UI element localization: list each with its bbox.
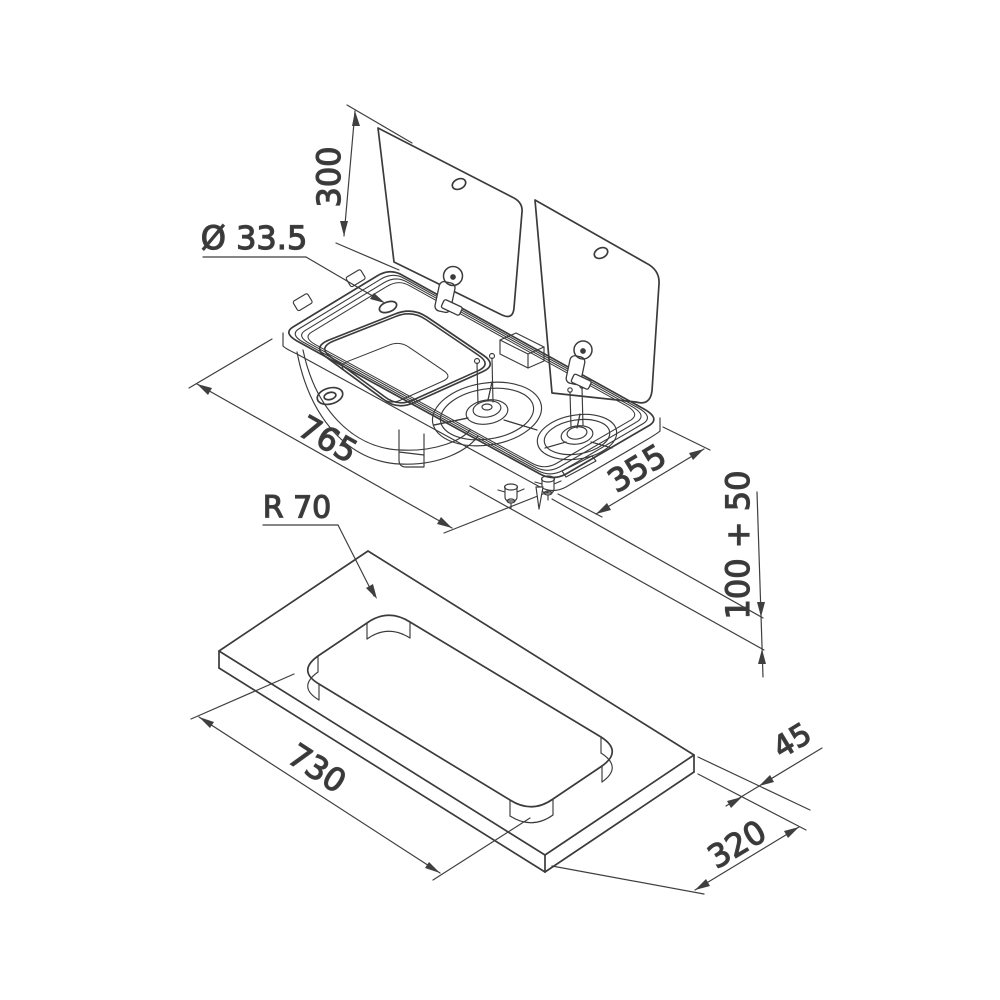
mounting-clips <box>292 269 366 312</box>
tap-hole <box>378 300 398 314</box>
lid-left-hole <box>451 177 467 191</box>
dim-label-install-clearance: 100 + 50 <box>719 471 757 620</box>
dim-label-worktop-thickness: 45 <box>767 716 818 766</box>
dim-label-tap-hole: Ø 33.5 <box>201 219 308 257</box>
burner-small <box>536 383 618 461</box>
worktop-cutout-template <box>218 550 695 873</box>
glass-lid-left <box>377 127 523 318</box>
sink-bowl-rim <box>318 310 492 407</box>
gas-valve <box>497 483 525 509</box>
gas-valves <box>497 455 597 510</box>
dim-label-lid-height: 300 <box>310 146 348 207</box>
lid-stop-bracket <box>499 332 545 369</box>
hinge-left <box>434 265 464 316</box>
dim-unit-width: 355 <box>557 426 711 518</box>
sink-hob-unit <box>282 127 661 510</box>
cutout-wall-edges <box>307 621 613 824</box>
dim-lid-height: 300 <box>309 104 413 271</box>
dim-unit-length: 765 <box>188 338 549 534</box>
lid-right-hole <box>593 246 609 260</box>
unit-rim-outer <box>288 270 655 479</box>
worktop-slab-top <box>218 550 695 856</box>
lid-hinges <box>434 265 593 390</box>
dim-install-clearance: 100 + 50 <box>469 470 766 678</box>
hinge-right <box>565 340 593 390</box>
dim-tap-hole: Ø 33.5 <box>200 218 385 303</box>
glass-lid-right <box>534 199 660 404</box>
drain-fitting <box>398 429 425 468</box>
dim-label-unit-length: 765 <box>292 408 364 471</box>
dim-label-corner-radius: R 70 <box>263 491 332 526</box>
dim-cutout-length: 730 <box>190 673 531 881</box>
burner-large <box>431 352 543 447</box>
worktop-cutout-opening <box>306 614 614 808</box>
front-rail <box>561 455 597 478</box>
drain-hole <box>316 386 344 406</box>
dim-label-cutout-width: 320 <box>701 812 773 876</box>
sink-bowl <box>316 300 492 407</box>
dim-corner-radius: R 70 <box>262 490 377 599</box>
unit-rim-band <box>282 332 661 492</box>
dim-worktop-thickness: 45 <box>697 716 823 831</box>
sink-bowl-underside <box>296 349 479 468</box>
